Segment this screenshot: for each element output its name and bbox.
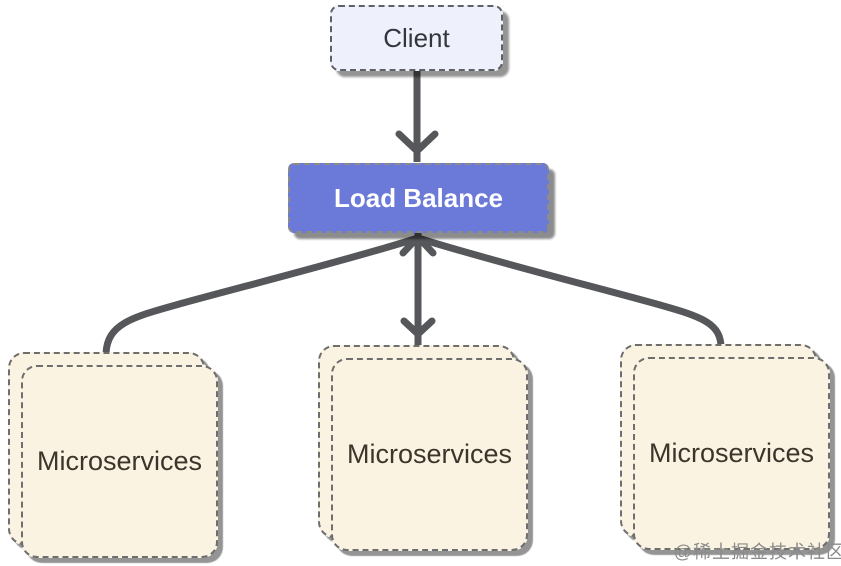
- microservices-node-2: Microservices: [318, 345, 530, 555]
- client-label: Client: [383, 22, 450, 53]
- microservices-label: Microservices: [648, 438, 815, 468]
- microservices-node-3: Microservices: [620, 344, 832, 554]
- arrowhead-up-icon: [399, 233, 437, 257]
- microservices-card: Microservices: [21, 365, 218, 558]
- edge-loadbalance-micro-3: [416, 234, 725, 351]
- load-balance-node: Load Balance: [288, 163, 549, 233]
- client-node: Client: [330, 5, 503, 71]
- arrowhead-mid-icon: [400, 317, 436, 338]
- arrowhead-down-icon: [395, 130, 439, 155]
- microservices-label: Microservices: [36, 446, 203, 476]
- edge-loadbalance-micro-1: [102, 234, 420, 355]
- microservices-card: Microservices: [633, 357, 830, 550]
- load-balance-label: Load Balance: [333, 182, 504, 213]
- watermark: @稀土掘金技术社区: [673, 542, 841, 562]
- microservices-label: Microservices: [346, 439, 513, 469]
- microservices-card: Microservices: [331, 358, 528, 551]
- microservices-node-1: Microservices: [8, 352, 220, 562]
